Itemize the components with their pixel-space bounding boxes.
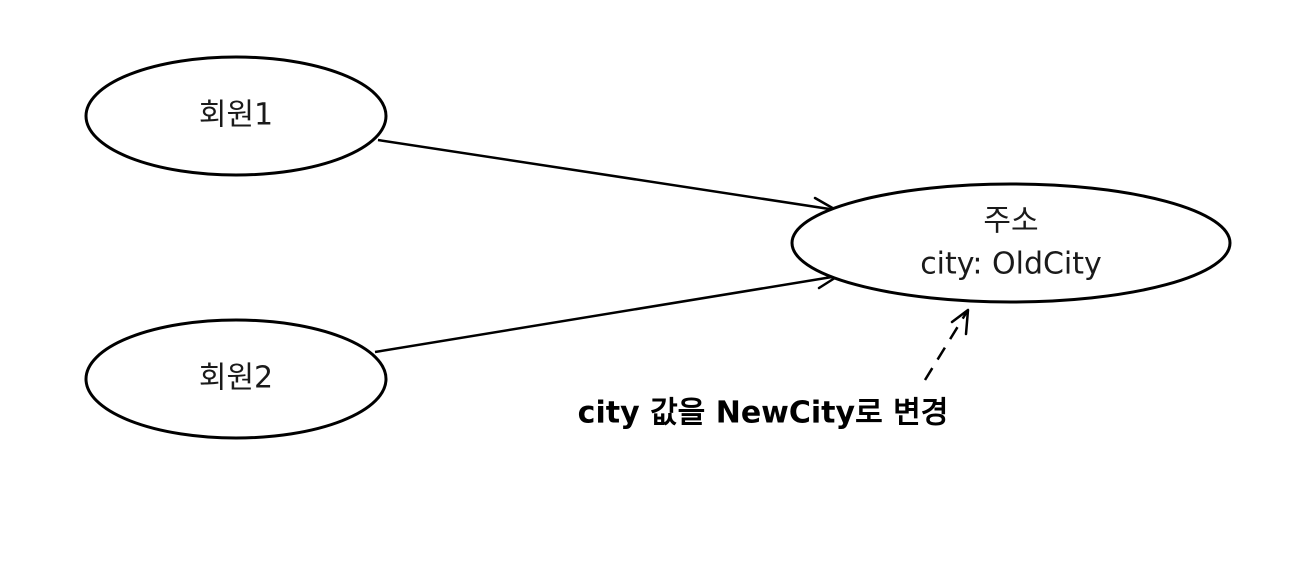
node-member1-label: 회원1 (199, 98, 273, 133)
node-member1: 회원1 (84, 55, 388, 177)
edge-member1-to-address (377, 138, 838, 220)
node-address-field: city: OldCity (920, 247, 1102, 282)
edge-annotation-to-address (923, 308, 970, 381)
node-member2-shape (84, 318, 388, 440)
arrowhead-icon (950, 308, 970, 336)
node-member2: 회원2 (84, 318, 388, 440)
edge-member2-to-address (374, 266, 840, 354)
annotation-text: city 값을 NewCity로 변경 (578, 396, 949, 431)
node-address-shape (790, 182, 1232, 304)
node-member1-shape (84, 55, 388, 177)
node-address: 주소 city: OldCity (790, 182, 1232, 304)
node-member2-label: 회원2 (199, 361, 273, 396)
node-address-title: 주소 (983, 204, 1038, 239)
